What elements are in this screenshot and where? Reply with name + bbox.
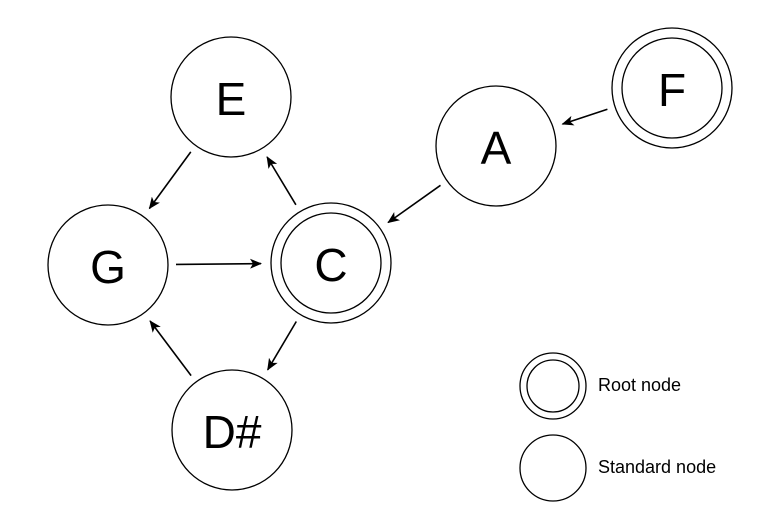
legend-root-outer-circle (519, 352, 587, 420)
node-f-inner-circle (621, 37, 723, 139)
legend-standard-label: Standard node (598, 457, 716, 477)
node-a-label: A (481, 122, 512, 174)
node-c-inner-circle (280, 212, 382, 314)
node-f: F (611, 27, 733, 149)
legend-root: Root node (519, 352, 681, 420)
edge-g-to-c (175, 258, 262, 269)
edge-d-sharp-to-g (149, 320, 192, 377)
node-a: A (435, 85, 557, 207)
edge-e-to-g (148, 151, 192, 210)
node-e: E (170, 36, 292, 158)
node-d-sharp: D# (171, 369, 293, 491)
edge-c-to-e (266, 156, 297, 206)
node-c-label: C (314, 239, 347, 291)
node-c: C (270, 202, 392, 324)
node-c-outer-circle (270, 202, 392, 324)
node-f-outer-circle (611, 27, 733, 149)
node-f-label: F (658, 64, 686, 116)
edges-layer (148, 108, 608, 377)
legend-standard-circle (519, 434, 587, 502)
node-d-sharp-circle (171, 369, 293, 491)
node-g: G (47, 204, 169, 326)
legend: Root node Standard node (519, 352, 716, 502)
legend-standard: Standard node (519, 434, 716, 502)
edge-a-to-c (387, 184, 441, 224)
edge-c-to-d-sharp (267, 321, 297, 371)
node-a-circle (435, 85, 557, 207)
legend-root-label: Root node (598, 375, 681, 395)
legend-root-inner-circle (526, 359, 580, 413)
node-e-label: E (216, 73, 247, 125)
node-g-circle (47, 204, 169, 326)
node-g-label: G (90, 241, 126, 293)
node-e-circle (170, 36, 292, 158)
node-d-sharp-label: D# (203, 406, 262, 458)
edge-f-to-a (561, 108, 608, 126)
